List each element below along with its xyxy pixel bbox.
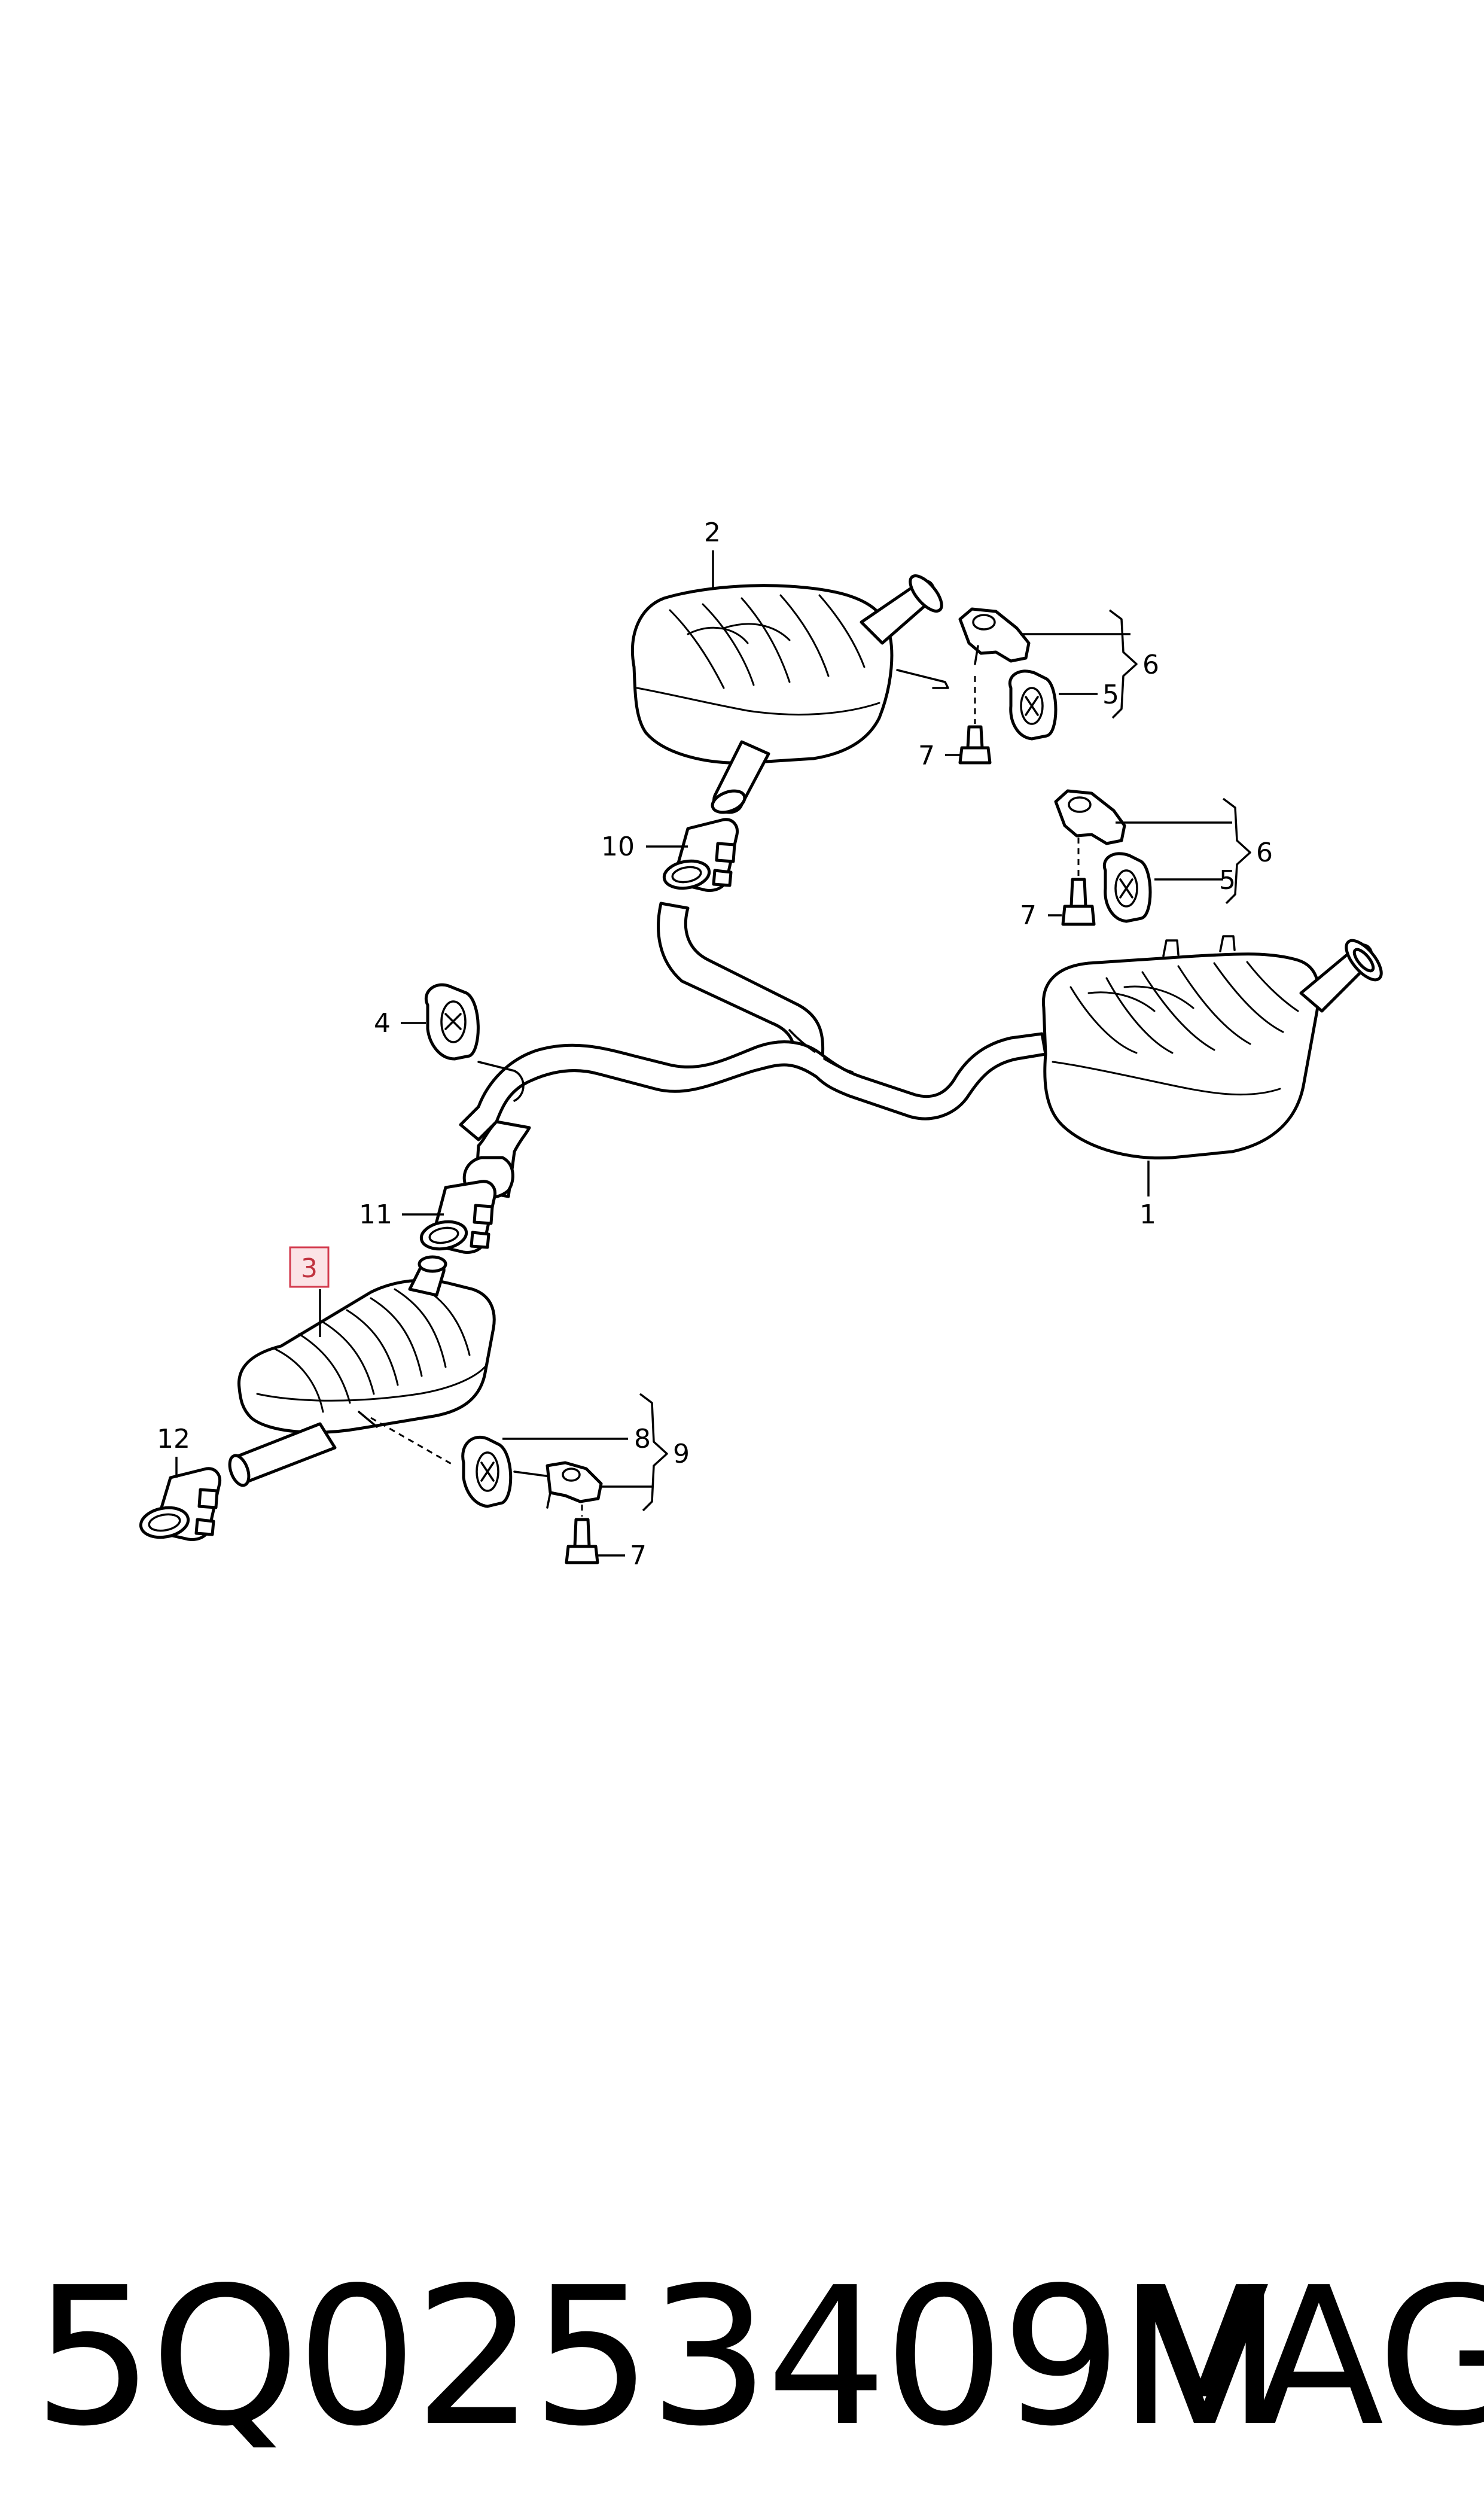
callouts: 1 2 3 4 5 5 6 6 7 7 7 8 9 10 11 12 <box>157 517 1273 1571</box>
exhaust-pipe <box>459 902 1047 1199</box>
callout-6-upper: 6 <box>1142 650 1159 680</box>
footer: 5Q0253409M VAG <box>0 2237 1484 2477</box>
callout-6-right: 6 <box>1256 838 1273 868</box>
callout-5-right: 5 <box>1219 865 1236 896</box>
clamp-12 <box>139 1467 222 1541</box>
part-number: 5Q0253409M <box>33 2246 1282 2468</box>
clamp-10 <box>662 818 739 892</box>
callout-11: 11 <box>359 1199 392 1230</box>
callout-2: 2 <box>704 517 721 548</box>
rear-muffler-left <box>630 574 949 814</box>
center-muffler <box>228 1255 496 1487</box>
callout-3: 3 <box>301 1253 318 1284</box>
brand-label: VAG <box>1139 2246 1484 2468</box>
hanger-bracket-right <box>1054 789 1152 926</box>
callout-5-upper: 5 <box>1102 680 1119 710</box>
rubber-hanger-4 <box>425 983 480 1061</box>
leader-lines <box>175 550 1232 1557</box>
callout-7-upper: 7 <box>918 741 935 771</box>
callout-12: 12 <box>157 1424 190 1454</box>
callout-9: 9 <box>673 1439 690 1469</box>
callout-1: 1 <box>1139 1199 1156 1230</box>
hanger-bracket-upper <box>958 607 1058 765</box>
callout-7-right: 7 <box>1020 900 1037 931</box>
callout-3-highlight <box>289 1246 330 1288</box>
hanger-bracket-lower <box>461 1435 603 1564</box>
braces <box>639 609 1251 1512</box>
rear-muffler-right <box>1041 935 1383 1160</box>
callout-7-lower: 7 <box>630 1540 647 1571</box>
clamp-11 <box>419 1180 497 1254</box>
callout-10: 10 <box>601 832 635 862</box>
callout-8: 8 <box>634 1424 651 1454</box>
callout-4: 4 <box>374 1008 391 1039</box>
